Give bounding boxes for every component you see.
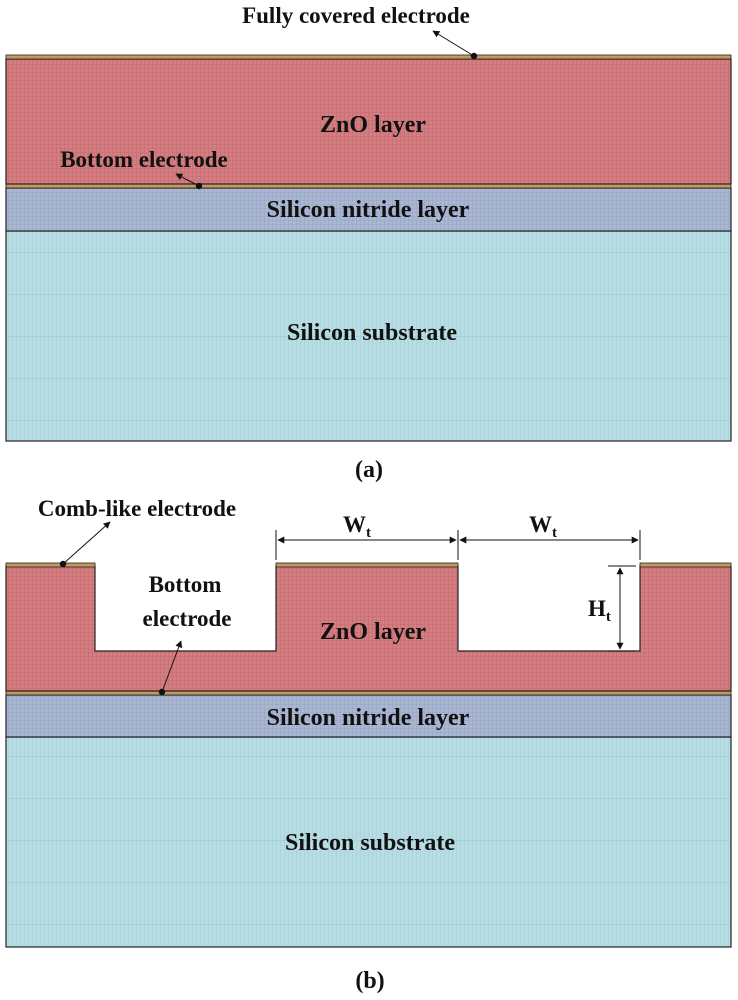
panel-b-comb-electrode-dot [59,560,67,568]
panel-b-substrate-label: Silicon substrate [285,830,455,856]
panel-b-nitride-layer [5,694,732,738]
panel-b-caption: (b) [355,968,384,994]
panel-b-comb-electrode-strip-3 [639,562,732,568]
panel-a-top-electrode-dot [470,52,478,60]
panel-b-width-symbol-2: W [529,512,552,537]
panel-a-nitride-layer [5,187,732,232]
panel-b-zno-layer [5,565,732,692]
panel-b-bottom-electrode-label-line1: Bottom [149,572,222,597]
panel-a-bottom-electrode-strip [5,183,732,189]
panel-a-bottom-electrode-leader [175,173,200,187]
panel-b-width-subscript-1: t [366,525,371,541]
panel-b-bottom-electrode-leader [161,640,183,693]
panel-a-nitride-label: Silicon nitride layer [267,197,470,223]
panel-b-comb-electrode-strip-1 [5,562,96,568]
panel-a-substrate [5,230,732,442]
panel-b-comb-electrode-leader [62,521,111,565]
panel-a: Fully covered electrode ZnO layer Bottom… [5,3,732,483]
panel-a-bottom-electrode-label: Bottom electrode [60,147,228,172]
panel-b-bottom-electrode-dot [158,688,166,696]
panel-b-width-label-2: Wt [529,512,557,541]
panel-a-top-electrode-leader [432,30,475,57]
panel-b-zno-label: ZnO layer [320,619,426,645]
panel-a-bottom-electrode-dot [195,182,203,190]
panel-b-bottom-electrode-label-line2: electrode [143,606,232,631]
panel-b-width-subscript-2: t [552,525,557,541]
panel-a-zno-label: ZnO layer [320,112,426,138]
panel-a-substrate-label: Silicon substrate [287,320,457,346]
panel-b-substrate [5,736,732,948]
panel-b-comb-electrode-strip-2 [275,562,459,568]
panel-b-width-symbol-1: W [343,512,366,537]
panel-a-top-electrode-label: Fully covered electrode [242,3,470,28]
panel-b: Comb-like electrode Bottom electrode ZnO… [5,496,732,994]
panel-b-width-label-1: Wt [343,512,371,541]
panel-b-nitride-label: Silicon nitride layer [267,705,470,731]
panel-b-comb-electrode-label: Comb-like electrode [38,496,236,521]
panel-b-height-label: Ht [588,596,611,625]
panel-b-height-subscript: t [606,609,611,625]
panel-a-top-electrode-strip [5,54,732,60]
panel-b-height-symbol: H [588,596,606,621]
panel-a-caption: (a) [355,457,383,483]
